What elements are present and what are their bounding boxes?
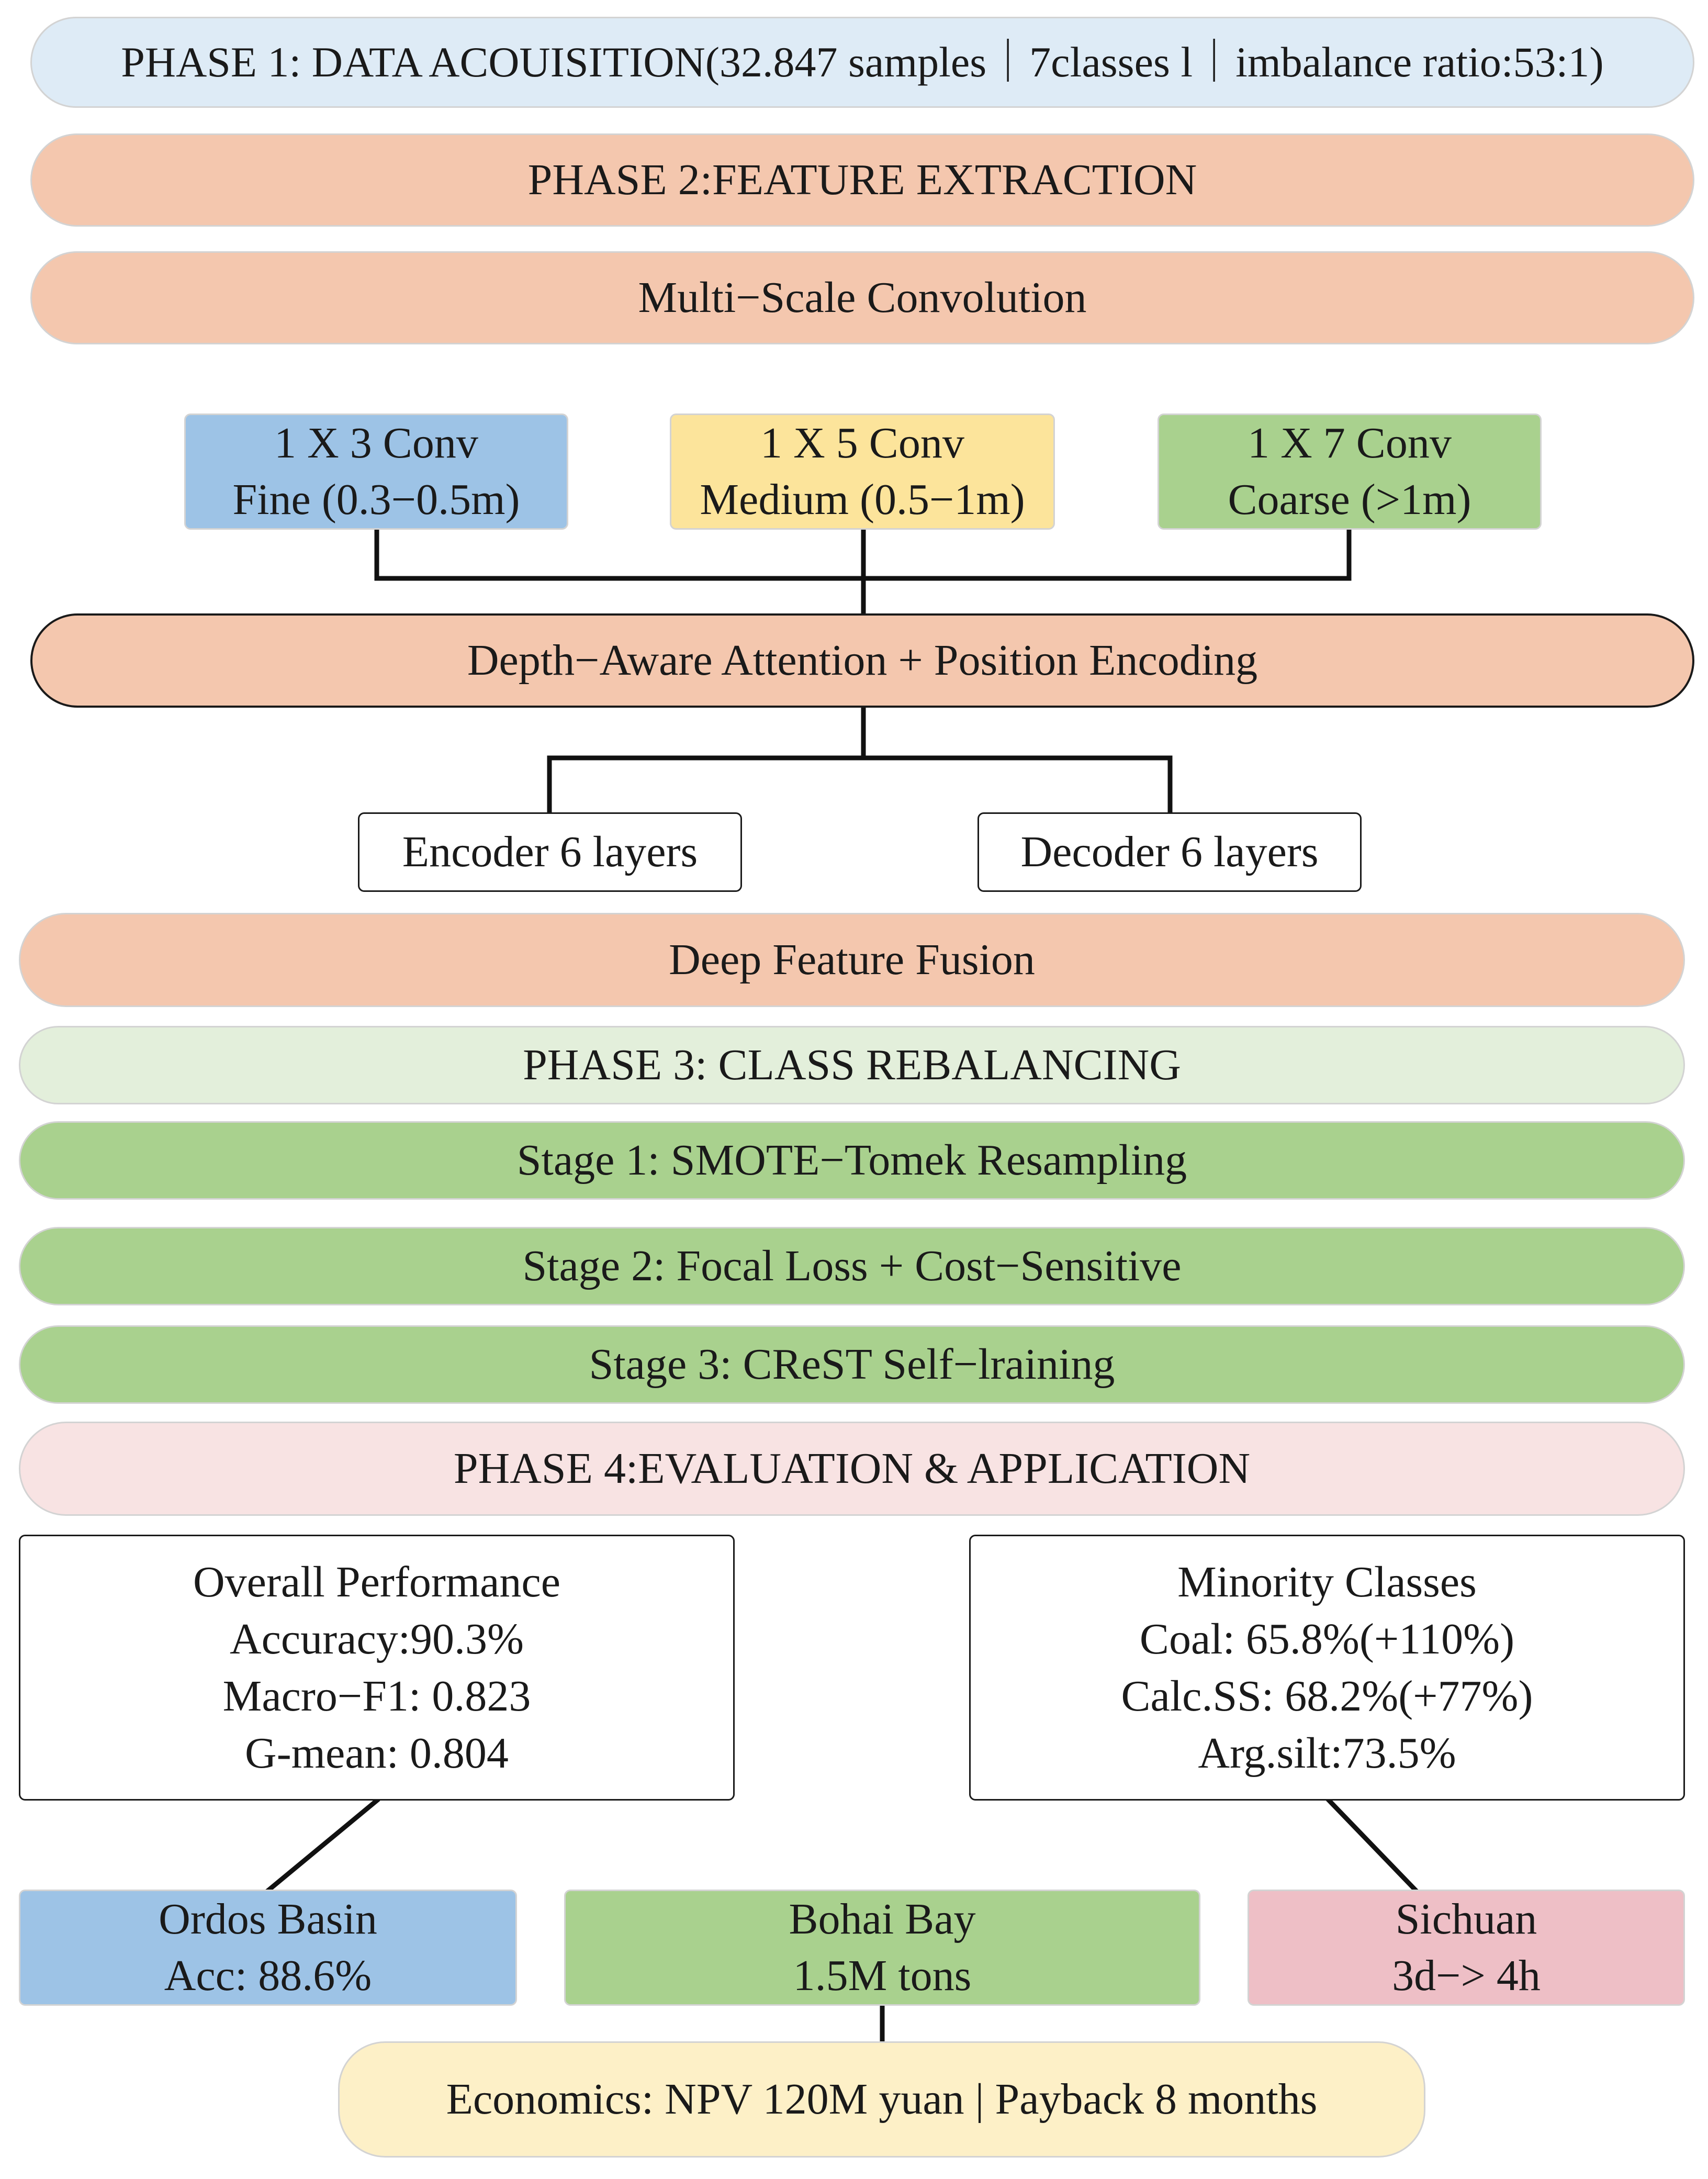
overall-performance-box: Overall Performance Accuracy:90.3% Macro… bbox=[19, 1535, 735, 1801]
multiscale-label: Multi−Scale Convolution bbox=[638, 273, 1087, 322]
phase3-title: PHASE 3: CLASS REBALANCING bbox=[523, 1041, 1181, 1090]
conv-box-1x3: 1 X 3 Conv Fine (0.3−0.5m) bbox=[184, 414, 568, 530]
phase2-banner: PHASE 2:FEATURE EXTRACTION bbox=[30, 133, 1694, 227]
fusion-label: Deep Feature Fusion bbox=[669, 935, 1035, 985]
bohai-value: 1.5M tons bbox=[793, 1951, 972, 2000]
encoder-box: Encoder 6 layers bbox=[358, 812, 742, 892]
conv-1x3-scale: Fine (0.3−0.5m) bbox=[232, 475, 520, 524]
stage1-label: Stage 1: SMOTE−Tomek Resampling bbox=[516, 1136, 1187, 1185]
ordos-basin-box: Ordos Basin Acc: 88.6% bbox=[19, 1890, 517, 2006]
deep-feature-fusion-bar: Deep Feature Fusion bbox=[19, 913, 1685, 1007]
overall-g-mean: G-mean: 0.804 bbox=[245, 1729, 509, 1778]
phase3-banner: PHASE 3: CLASS REBALANCING bbox=[19, 1026, 1685, 1104]
sichuan-value: 3d−> 4h bbox=[1392, 1951, 1541, 2000]
ordos-title: Ordos Basin bbox=[159, 1895, 377, 1944]
phase4-title: PHASE 4:EVALUATION & APPLICATION bbox=[453, 1444, 1251, 1493]
encoder-label: Encoder 6 layers bbox=[402, 828, 698, 877]
minority-coal: Coal: 65.8%(+110%) bbox=[1139, 1614, 1515, 1663]
phase4-banner: PHASE 4:EVALUATION & APPLICATION bbox=[19, 1422, 1685, 1516]
conv-1x3-title: 1 X 3 Conv bbox=[274, 419, 478, 468]
sichuan-box: Sichuan 3d−> 4h bbox=[1248, 1890, 1685, 2006]
conv-1x5-title: 1 X 5 Conv bbox=[760, 419, 964, 468]
phase2-title: PHASE 2:FEATURE EXTRACTION bbox=[527, 155, 1197, 205]
minority-arg-silt: Arg.silt:73.5% bbox=[1198, 1729, 1456, 1778]
attention-label: Depth−Aware Attention + Position Encodin… bbox=[467, 636, 1258, 685]
sichuan-title: Sichuan bbox=[1395, 1895, 1537, 1944]
bohai-title: Bohai Bay bbox=[789, 1895, 976, 1944]
phase1-title: PHASE 1: DATA ACOUISITION(32.847 samples… bbox=[121, 38, 1604, 86]
minority-classes-box: Minority Classes Coal: 65.8%(+110%) Calc… bbox=[969, 1535, 1685, 1801]
multiscale-convolution-bar: Multi−Scale Convolution bbox=[30, 251, 1694, 344]
minority-calc-ss: Calc.SS: 68.2%(+77%) bbox=[1121, 1672, 1533, 1720]
stage3-label: Stage 3: CReST Self−lraining bbox=[589, 1340, 1115, 1389]
overall-accuracy: Accuracy:90.3% bbox=[229, 1614, 524, 1663]
decoder-label: Decoder 6 layers bbox=[1020, 828, 1319, 877]
conv-1x7-scale: Coarse (>1m) bbox=[1228, 475, 1471, 524]
bohai-bay-box: Bohai Bay 1.5M tons bbox=[564, 1890, 1200, 2006]
depth-aware-attention-bar: Depth−Aware Attention + Position Encodin… bbox=[30, 613, 1694, 708]
minority-to-sichuan-connector bbox=[1325, 1797, 1420, 1894]
conv-box-1x5: 1 X 5 Conv Medium (0.5−1m) bbox=[670, 414, 1055, 530]
decoder-box: Decoder 6 layers bbox=[977, 812, 1362, 892]
stage3-bar: Stage 3: CReST Self−lraining bbox=[19, 1325, 1685, 1404]
minority-title: Minority Classes bbox=[1177, 1557, 1477, 1606]
overall-title: Overall Performance bbox=[193, 1557, 560, 1606]
attention-split-connector bbox=[547, 704, 1173, 817]
conv-merge-connector bbox=[374, 526, 1352, 618]
overall-to-ordos-connector bbox=[264, 1797, 380, 1894]
stage2-label: Stage 2: Focal Loss + Cost−Sensitive bbox=[522, 1242, 1182, 1291]
phase1-banner: PHASE 1: DATA ACOUISITION(32.847 samples… bbox=[30, 17, 1694, 108]
stage2-bar: Stage 2: Focal Loss + Cost−Sensitive bbox=[19, 1227, 1685, 1305]
economics-label: Economics: NPV 120M yuan | Payback 8 mon… bbox=[446, 2075, 1318, 2124]
conv-box-1x7: 1 X 7 Conv Coarse (>1m) bbox=[1158, 414, 1542, 530]
ordos-value: Acc: 88.6% bbox=[164, 1951, 372, 2000]
conv-1x7-title: 1 X 7 Conv bbox=[1248, 419, 1452, 468]
stage1-bar: Stage 1: SMOTE−Tomek Resampling bbox=[19, 1121, 1685, 1200]
economics-bar: Economics: NPV 120M yuan | Payback 8 mon… bbox=[338, 2041, 1425, 2158]
overall-macro-f1: Macro−F1: 0.823 bbox=[222, 1672, 531, 1720]
conv-1x5-scale: Medium (0.5−1m) bbox=[700, 475, 1025, 524]
